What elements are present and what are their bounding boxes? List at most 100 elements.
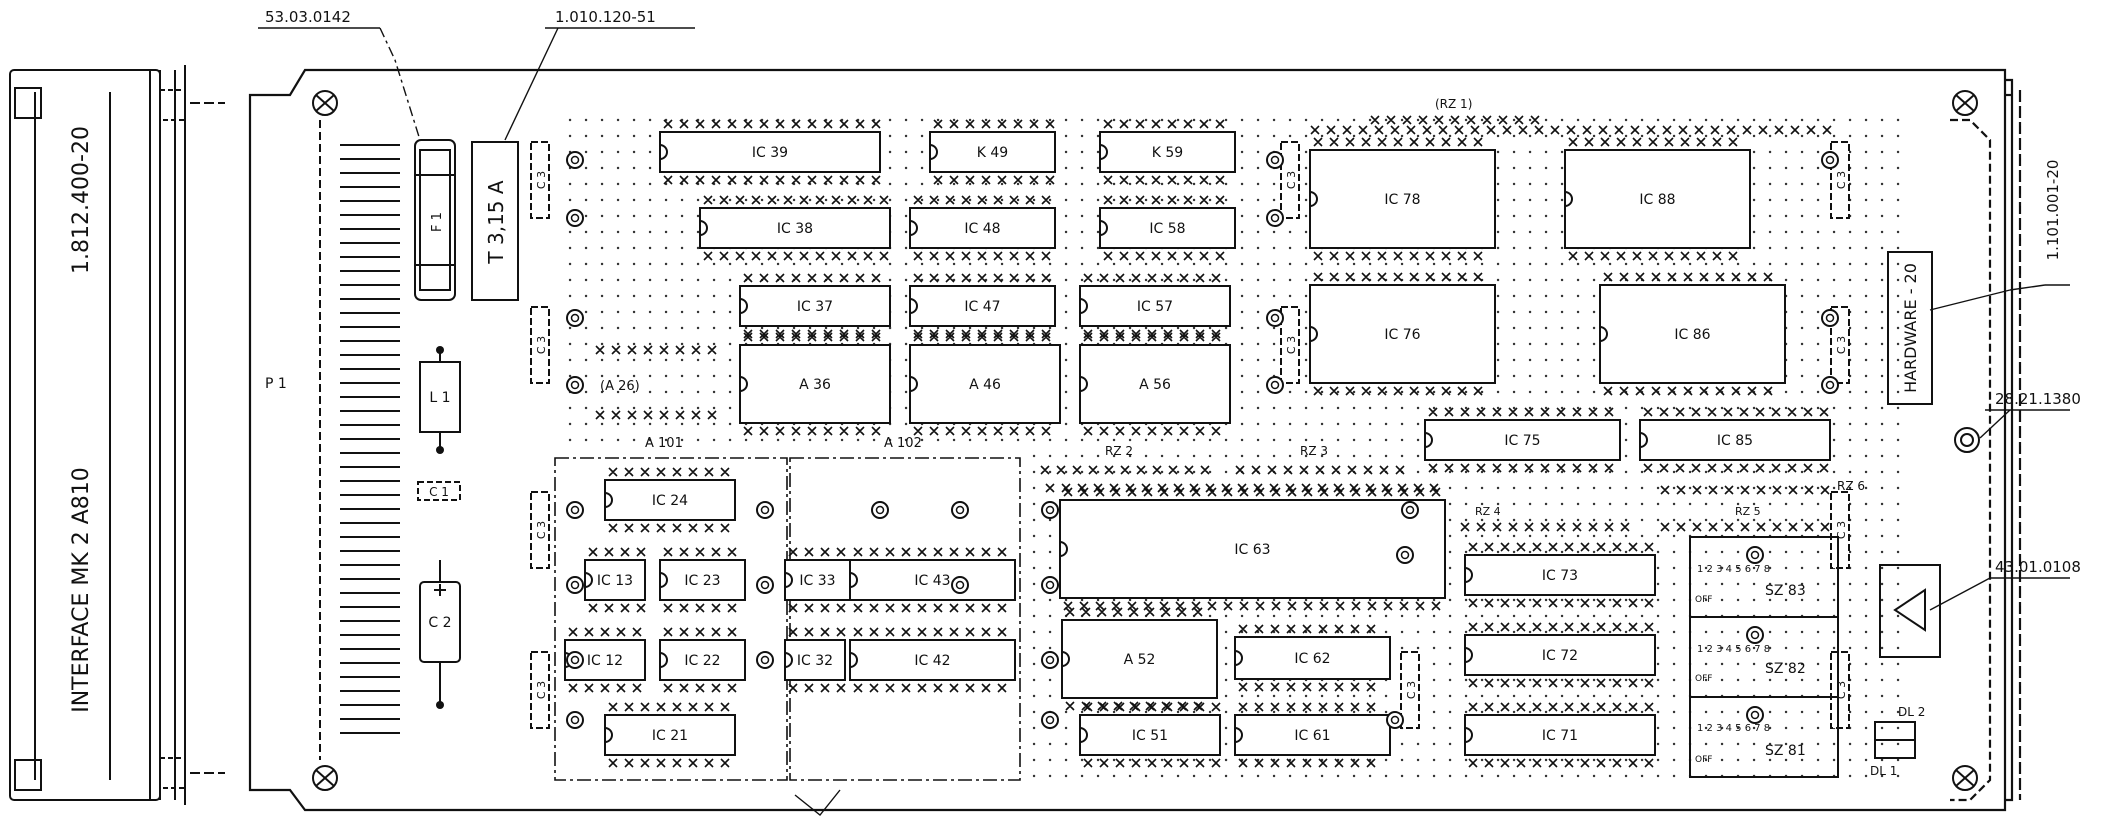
inductor-l1	[419, 350, 461, 448]
ic63-label: IC 63	[1234, 542, 1270, 558]
edge-connector-contacts	[319, 120, 400, 760]
rz1-row-top	[1370, 115, 1540, 125]
ic22-label: IC 22	[684, 653, 720, 669]
pin-row-top	[703, 195, 889, 205]
side-view	[9, 65, 225, 805]
connector-label: P 1	[265, 376, 287, 392]
switch-digits-83: 1 2 3 4 5 6 7 8	[1697, 564, 1770, 575]
ic-ic42: IC 42	[849, 627, 1016, 693]
ic62-label: IC 62	[1294, 651, 1330, 667]
pin-row-bottom	[788, 603, 846, 613]
mounting-hole	[951, 501, 969, 519]
pin-row-top	[913, 195, 1051, 205]
ic-ic47: IC 47	[909, 273, 1056, 339]
ic23-label: IC 23	[684, 573, 720, 589]
ic-ic23: IC 23	[659, 547, 746, 613]
pin-row-top	[1063, 487, 1441, 497]
switch-off-82: OFF	[1695, 674, 1712, 684]
pin-row-top	[1468, 702, 1654, 712]
capacitor-c3: C 3	[1280, 306, 1300, 384]
ic73-label: IC 73	[1542, 568, 1578, 584]
ic32-label: IC 32	[797, 653, 833, 669]
pin-row-top	[853, 547, 1007, 557]
pin-row-top	[1568, 137, 1738, 147]
mounting-hole	[871, 501, 889, 519]
rz5-row	[1660, 522, 1830, 532]
fuse-assembly	[414, 139, 519, 301]
ic51-label: IC 51	[1132, 728, 1168, 744]
ic-a46: A 46	[909, 332, 1061, 436]
pin-row-top	[853, 627, 1007, 637]
pin-row-bottom	[933, 175, 1055, 185]
capacitor-c3: C 3	[1830, 491, 1850, 569]
ic24-label: IC 24	[652, 493, 688, 509]
ic-ic86: IC 86	[1599, 272, 1786, 396]
capacitor-c3-label: C 3	[535, 336, 548, 354]
pin-row-top	[788, 627, 846, 637]
ic43-label: IC 43	[914, 573, 950, 589]
mounting-hole	[1746, 706, 1764, 724]
mounting-hole	[1266, 209, 1284, 227]
pin-row-bottom	[1428, 463, 1614, 473]
ic33-label: IC 33	[799, 573, 835, 589]
switch-sz82: SZ 82	[1765, 661, 1806, 677]
ic-ic13: IC 13	[584, 547, 646, 613]
ic-k59: K 59	[1099, 119, 1236, 185]
a36-label: A 36	[799, 377, 831, 393]
pin-row-top	[1083, 702, 1221, 712]
pin-row-bottom	[1643, 463, 1829, 473]
capacitor-c3: C 3	[1830, 306, 1850, 384]
c3-capacitors: C 3C 3C 3C 3C 3C 3C 3C 3C 3C 3C 3	[530, 141, 1850, 729]
ic-ic75: IC 75	[1424, 407, 1621, 473]
pin-row-bottom	[743, 329, 881, 339]
mounting-hole	[1821, 151, 1839, 169]
mounting-hole	[1266, 151, 1284, 169]
led-dl2: DL 2	[1898, 705, 1925, 719]
capacitor-c3-label: C 3	[535, 171, 548, 189]
ic-ic43: IC 43	[849, 547, 1016, 613]
ic-ic48: IC 48	[909, 195, 1056, 261]
capacitor-c1	[417, 481, 461, 501]
warning-label	[1879, 564, 1941, 658]
rz1-row-bottom	[1310, 125, 1832, 135]
pin-row-bottom	[913, 329, 1051, 339]
side-view-part-number: 1.812.400-20	[69, 126, 94, 274]
mounting-hole	[566, 501, 584, 519]
pin-row-top	[1468, 542, 1654, 552]
pin-row-bottom	[1238, 682, 1376, 692]
screw-bottom-right	[1952, 765, 1978, 791]
pin-row-top	[588, 547, 646, 557]
switch-digits-82: 1 2 3 4 5 6 7 8	[1697, 644, 1770, 655]
capacitor-c3-label: C 3	[1405, 681, 1418, 699]
switch-sz83: SZ 83	[1765, 583, 1806, 599]
ic86-label: IC 86	[1674, 327, 1710, 343]
k49-label: K 49	[977, 145, 1008, 161]
pin-row-bottom	[1238, 758, 1376, 768]
capacitor-c3: C 3	[1830, 651, 1850, 729]
ic-ic61: IC 61	[1234, 702, 1391, 768]
ic-ic72: IC 72	[1464, 622, 1656, 688]
ic47-label: IC 47	[964, 299, 1000, 315]
callout-fuse: 1.010.120-51	[555, 8, 656, 26]
ic13-label: IC 13	[597, 573, 633, 589]
side-view-title: INTERFACE MK 2 A810	[69, 467, 94, 713]
mounting-hole	[566, 576, 584, 594]
callout-front-panel: 1.101.001-20	[2044, 160, 2062, 261]
pin-row-bottom	[1313, 386, 1483, 396]
area-a26: (A 26)	[600, 379, 640, 394]
a56-label: A 56	[1139, 377, 1171, 393]
ic58-label: IC 58	[1149, 221, 1185, 237]
area-rz1: (RZ 1)	[1435, 97, 1472, 111]
ic71-label: IC 71	[1542, 728, 1578, 744]
fuse-label: F 1	[430, 212, 445, 232]
ic-ic33: IC 33	[784, 547, 851, 613]
ic-a36: A 36	[739, 332, 891, 436]
pin-row-top	[1103, 195, 1225, 205]
pin-row-bottom	[913, 251, 1051, 261]
mounting-hole	[1386, 711, 1404, 729]
ic-ic32: IC 32	[784, 627, 846, 693]
mounting-hole	[1266, 309, 1284, 327]
mounting-hole	[1396, 546, 1414, 564]
ic-ic57: IC 57	[1079, 273, 1231, 339]
switch-digits-81: 1 2 3 4 5 6 7 8	[1697, 723, 1770, 734]
